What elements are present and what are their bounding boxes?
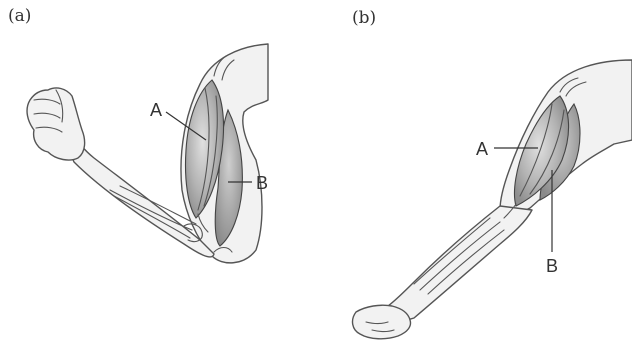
extended-arm-callout-b: B <box>546 256 558 276</box>
extended-arm-figure: A B <box>353 60 632 339</box>
bent-arm-figure: A B <box>27 44 268 263</box>
extended-arm-callout-a: A <box>476 139 488 159</box>
extended-arm-forearm <box>388 206 532 319</box>
bent-arm-callout-a: A <box>150 100 162 120</box>
bent-arm-fist <box>27 88 85 160</box>
bent-arm-callout-b: B <box>256 173 268 193</box>
extended-arm-hand <box>353 305 411 339</box>
